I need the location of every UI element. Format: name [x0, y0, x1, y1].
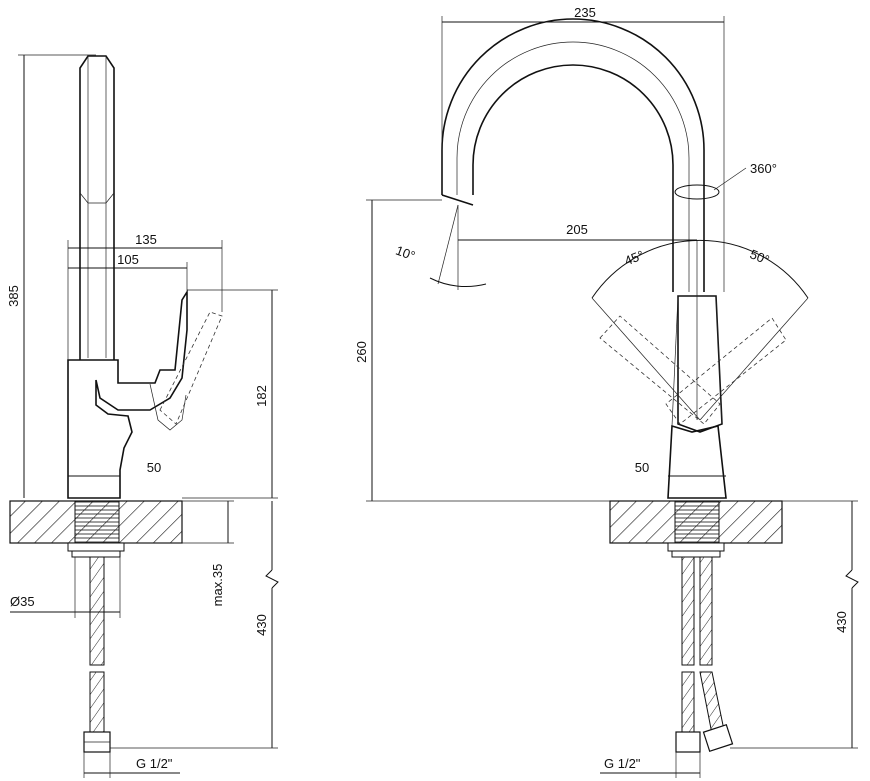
supply-hose-right-lower	[699, 671, 725, 735]
dim-span: 235	[574, 5, 596, 20]
spout-outer	[441, 18, 705, 292]
spout-column	[79, 55, 115, 360]
mounting-nut	[67, 542, 125, 552]
lever-left-position	[599, 315, 721, 425]
supply-hose-lower	[89, 671, 105, 733]
hose-connector-right	[702, 724, 734, 752]
dim-thread: G 1/2"	[604, 756, 641, 771]
dim-hose-length: 430	[254, 614, 269, 636]
dim-reach-lever: 135	[135, 232, 157, 247]
dim-lever-right: 50°	[748, 246, 772, 267]
supply-hose-left-lower	[681, 671, 695, 733]
faucet-body	[67, 289, 188, 499]
rotation-indicator	[674, 184, 720, 200]
mounting-thread	[74, 500, 120, 544]
dim-reach-body: 105	[117, 252, 139, 267]
dim-base-width: 50	[635, 460, 649, 475]
faucet-body	[667, 424, 727, 499]
front-view: 235 360° 205 10° 260 45° 50° 50 430	[354, 5, 859, 778]
lever-swing-arc	[591, 239, 809, 299]
dim-base-width: 50	[147, 460, 161, 475]
lever-alt-position	[159, 311, 223, 425]
mounting-nut	[667, 542, 725, 552]
hose-connector-left	[675, 731, 701, 753]
mounting-washer	[671, 550, 721, 558]
lever-right-position	[665, 317, 787, 425]
dim-lever-height: 182	[254, 385, 269, 407]
dim-hose-length: 430	[834, 611, 849, 633]
mounting-thread	[674, 500, 720, 544]
spout-inner	[472, 64, 674, 292]
supply-hose	[89, 556, 105, 666]
dim-rotation: 360°	[750, 161, 777, 176]
side-view: 385 135 105 182 50 Ø35 max.35 430	[6, 54, 279, 778]
dim-height-total: 385	[6, 285, 21, 307]
dim-spout-reach: 205	[566, 222, 588, 237]
dim-thread: G 1/2"	[136, 756, 173, 771]
dim-lever-left: 45°	[622, 247, 646, 268]
dim-tilt: 10°	[394, 243, 418, 264]
mounting-washer	[71, 550, 121, 558]
spout-tip	[441, 194, 474, 206]
supply-hose-right	[699, 556, 713, 666]
dim-max-thickness: max.35	[210, 564, 225, 607]
dim-spout-height: 260	[354, 341, 369, 363]
dim-hole-diameter: Ø35	[10, 594, 35, 609]
supply-hose-left	[681, 556, 695, 666]
